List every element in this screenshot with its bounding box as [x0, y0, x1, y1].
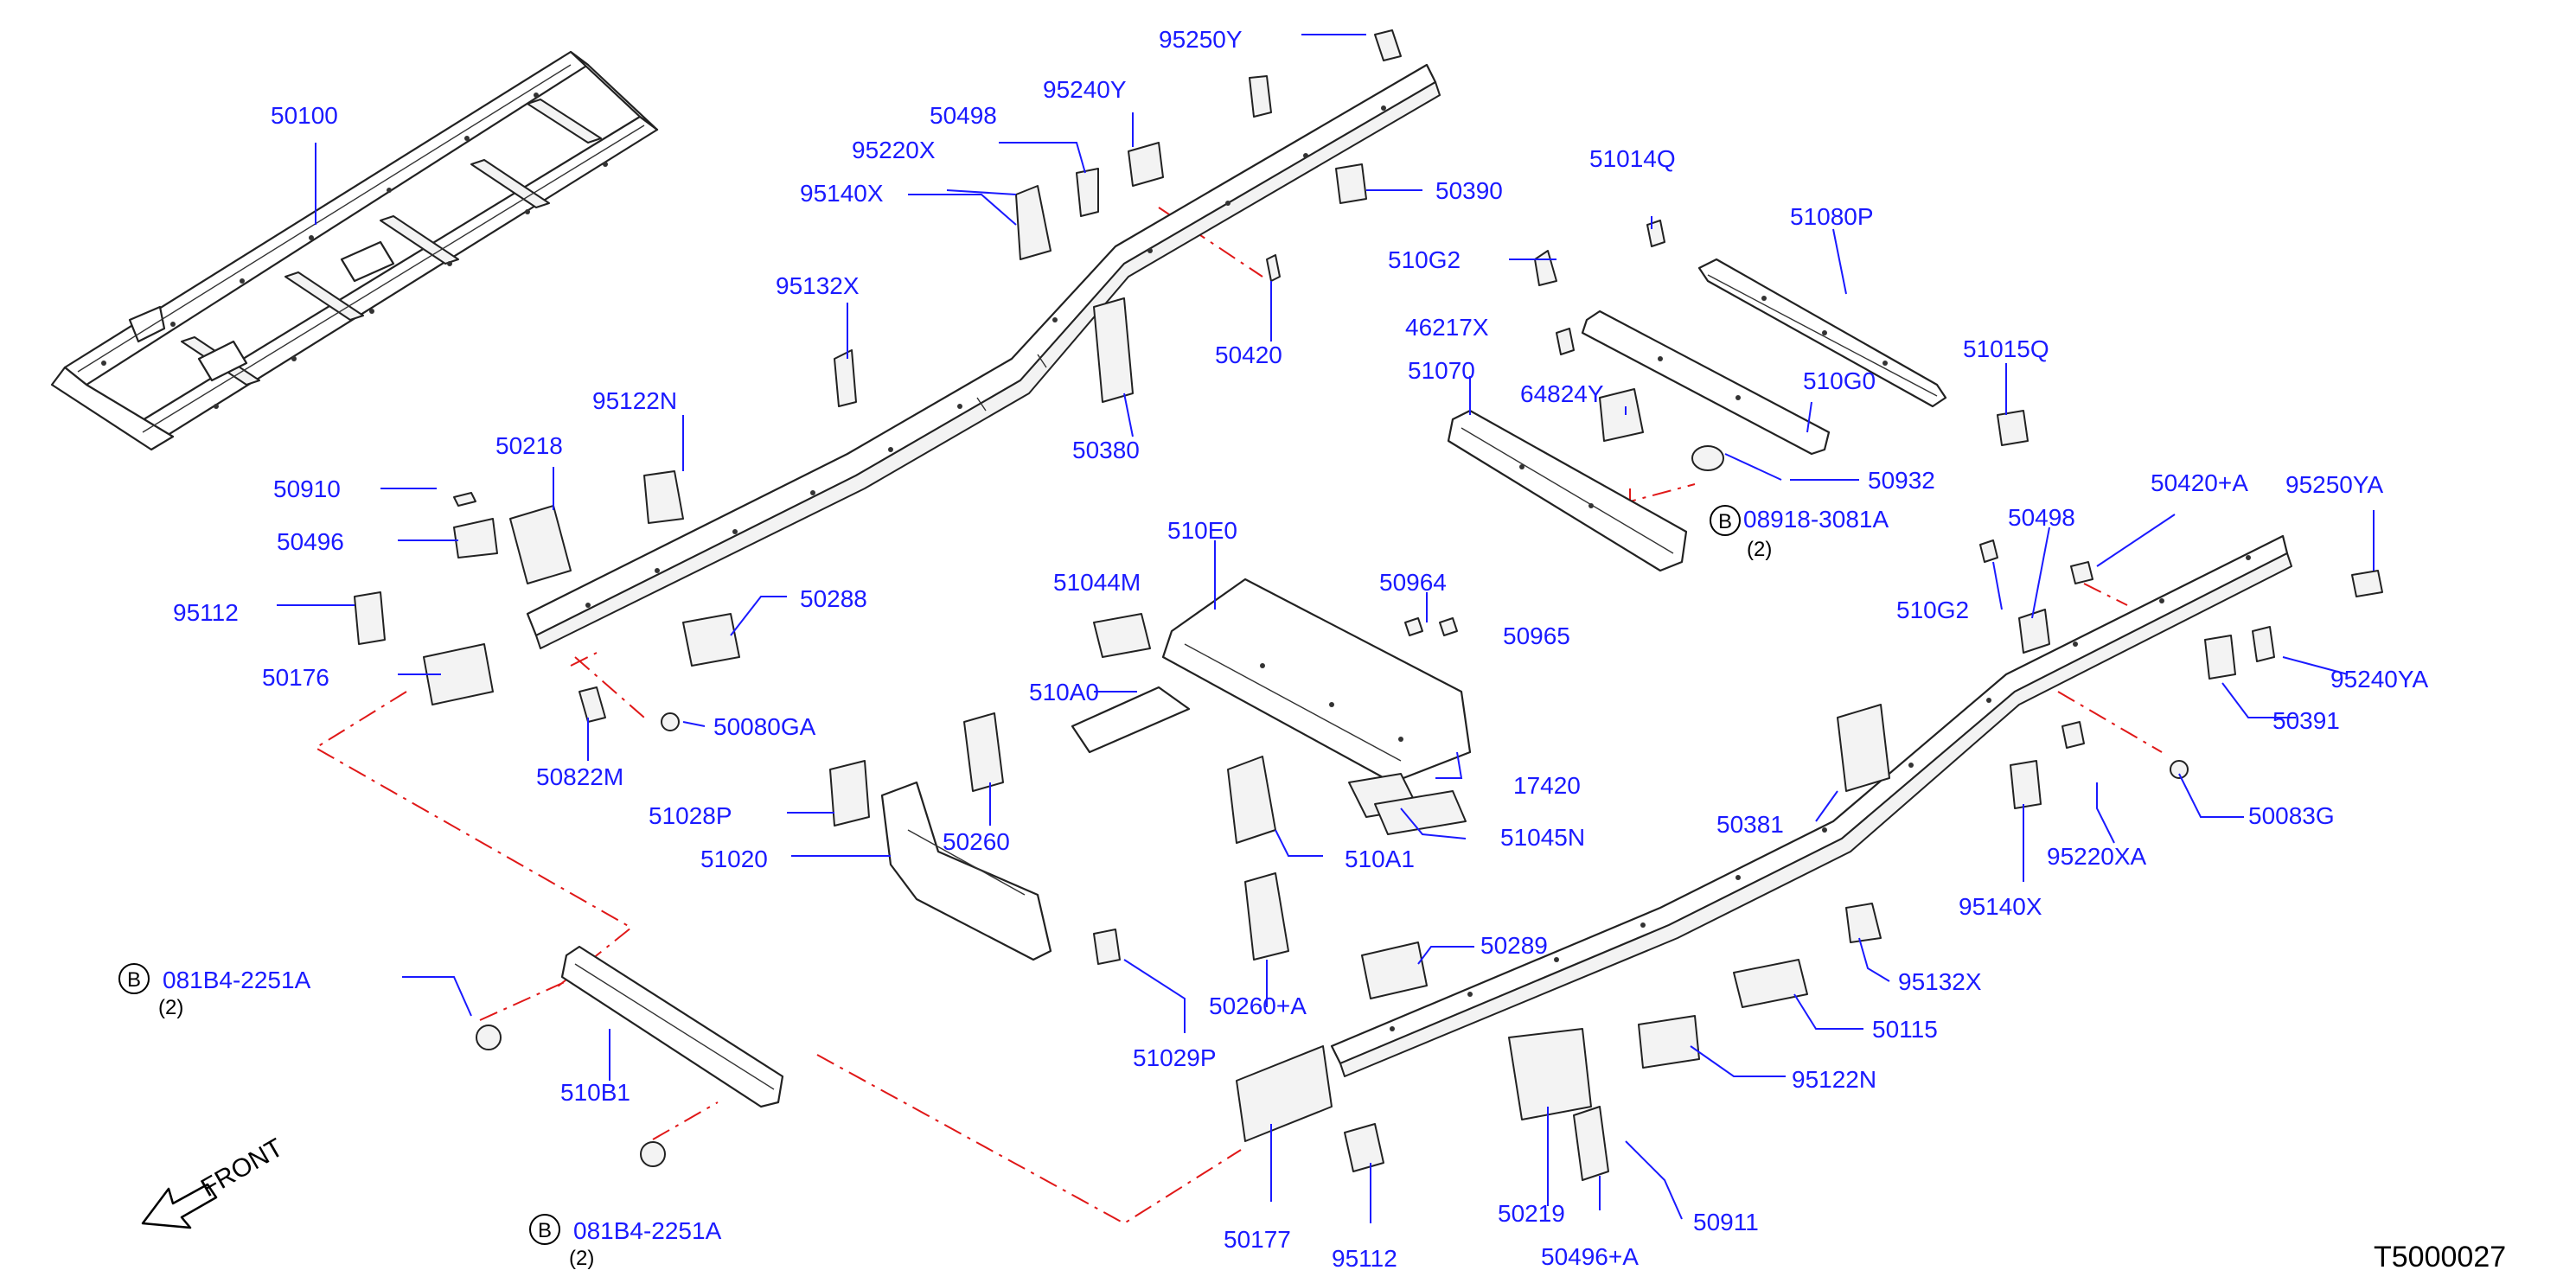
label-510A1: 510A1 [1345, 846, 1415, 872]
crossmember-510G0-drawing [1581, 310, 1831, 456]
crossmember-510E0-drawing [1161, 578, 1472, 784]
label-50822M: 50822M [536, 763, 623, 790]
crossmember-51020-drawing [880, 781, 1052, 961]
label-95220X: 95220X [852, 137, 936, 163]
label-51045N: 51045N [1500, 824, 1585, 851]
label-95112-bottom: 95112 [1332, 1245, 1397, 1272]
label-50496: 50496 [277, 528, 344, 555]
label-081B4-2251A-bottom: 081B4-2251A [573, 1217, 722, 1244]
label-50380: 50380 [1072, 437, 1140, 463]
left-side-rail-drawing [526, 63, 1441, 649]
frame-assembly-drawing [50, 50, 659, 451]
small-parts-drawing [354, 29, 2383, 1181]
label-95240Y: 95240Y [1043, 76, 1127, 103]
label-50496-A: 50496+A [1541, 1243, 1639, 1270]
qty-081B4-top: (2) [158, 996, 183, 1019]
front-label: FRONT [196, 1133, 288, 1203]
label-51044M: 51044M [1053, 569, 1141, 596]
label-50218: 50218 [495, 432, 563, 459]
diagram-code: T5000027 [2374, 1241, 2506, 1273]
callout-circle-08918 [1710, 505, 1741, 536]
label-64824Y: 64824Y [1520, 380, 1604, 407]
right-side-rail-drawing [1330, 534, 2292, 1077]
label-510G0: 510G0 [1803, 367, 1876, 394]
label-95250YA: 95250YA [2285, 471, 2383, 498]
callout-letter-081B4-bottom: B [538, 1219, 552, 1242]
label-95140X-right: 95140X [1959, 893, 2042, 920]
label-50080GA: 50080GA [713, 713, 816, 740]
label-50498: 50498 [930, 102, 997, 129]
label-50498-right: 50498 [2008, 504, 2075, 531]
label-510G2-top: 510G2 [1388, 246, 1461, 273]
label-95122N-right: 95122N [1792, 1066, 1876, 1093]
label-50176: 50176 [262, 664, 329, 691]
leader-lines [277, 34, 2375, 1223]
label-510B1: 510B1 [560, 1079, 630, 1106]
crossmember-51070-drawing [1447, 409, 1688, 572]
label-50115: 50115 [1872, 1016, 1938, 1043]
callout-circle-081B4-top [118, 963, 150, 994]
label-50390: 50390 [1435, 177, 1503, 204]
callout-circle-081B4-bottom [529, 1214, 560, 1245]
label-50177: 50177 [1224, 1226, 1291, 1253]
label-510G2-right: 510G2 [1896, 597, 1969, 623]
label-50083G: 50083G [2248, 802, 2335, 829]
label-95112-top: 95112 [173, 599, 239, 626]
label-50420: 50420 [1215, 341, 1282, 368]
label-17420: 17420 [1513, 772, 1581, 799]
label-95240YA: 95240YA [2330, 666, 2428, 693]
crossmember-510B1-drawing [560, 945, 784, 1108]
label-51029P: 51029P [1133, 1044, 1217, 1071]
crossmember-51080P-drawing [1697, 258, 1947, 408]
label-46217X: 46217X [1405, 314, 1489, 341]
callout-letter-08918: B [1718, 510, 1732, 533]
crossmember-510A0-drawing [1071, 686, 1191, 754]
label-50288: 50288 [800, 585, 867, 612]
label-50965: 50965 [1503, 622, 1570, 649]
label-50260-A: 50260+A [1209, 993, 1307, 1019]
qty-08918: (2) [1747, 538, 1772, 561]
front-direction-indicator: FRONT [141, 1133, 288, 1229]
qty-081B4-bottom: (2) [569, 1247, 594, 1270]
label-081B4-2251A-top: 081B4-2251A [163, 967, 311, 993]
label-51015Q: 51015Q [1963, 335, 2049, 362]
label-95132X-right: 95132X [1898, 968, 1982, 995]
label-50100: 50100 [271, 102, 338, 129]
label-50420-A: 50420+A [2151, 469, 2248, 496]
front-arrow-icon [141, 1183, 218, 1229]
label-50381: 50381 [1716, 811, 1784, 838]
label-95140X: 95140X [800, 180, 884, 207]
label-50964: 50964 [1379, 569, 1447, 596]
label-95132X-top: 95132X [776, 272, 860, 299]
part-labels: 50100 95250Y 95240Y 50498 95220X 95140X … [163, 26, 2428, 1272]
label-50219: 50219 [1498, 1200, 1565, 1227]
label-50260: 50260 [943, 828, 1010, 855]
fastener-callouts: B (2) B (2) B (2) [118, 505, 1772, 1270]
label-51028P: 51028P [649, 802, 732, 829]
label-50391: 50391 [2272, 707, 2340, 734]
label-51080P: 51080P [1790, 203, 1874, 230]
callout-letter-081B4-top: B [127, 968, 141, 992]
label-50910: 50910 [273, 476, 341, 502]
label-51014Q: 51014Q [1589, 145, 1676, 172]
label-510E0: 510E0 [1167, 517, 1237, 544]
label-95250Y: 95250Y [1159, 26, 1243, 53]
label-51070: 51070 [1408, 357, 1475, 384]
label-51020: 51020 [700, 846, 768, 872]
label-95122N-top: 95122N [592, 387, 677, 414]
label-50911: 50911 [1693, 1209, 1759, 1235]
label-50289: 50289 [1480, 932, 1548, 959]
label-08918-3081A: 08918-3081A [1743, 506, 1889, 533]
label-95220XA: 95220XA [2047, 843, 2147, 870]
label-510A0: 510A0 [1029, 679, 1099, 705]
label-50932: 50932 [1868, 467, 1935, 494]
